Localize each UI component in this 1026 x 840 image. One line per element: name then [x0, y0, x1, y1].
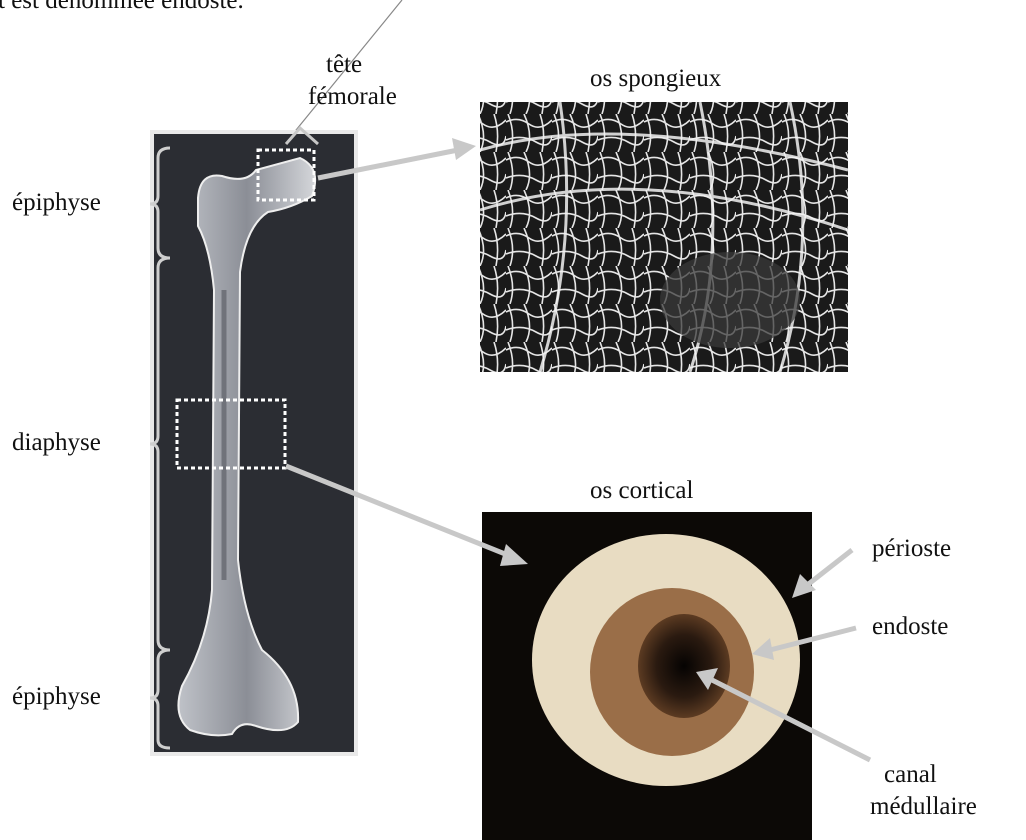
- femur-panel: [152, 132, 356, 754]
- label-diaphyse: diaphyse: [12, 428, 101, 457]
- label-tete-line1: tête: [326, 50, 362, 79]
- cortical-bone-photo: [482, 512, 812, 840]
- label-canal-line2: médullaire: [870, 792, 977, 821]
- label-endoste: endoste: [872, 612, 948, 641]
- label-canal-line1: canal: [884, 760, 937, 789]
- label-perioste: périoste: [872, 534, 951, 563]
- label-os-cortical: os cortical: [590, 476, 693, 505]
- label-epiphyse-bottom: épiphyse: [12, 682, 101, 711]
- label-tete-line2: fémorale: [308, 82, 397, 111]
- spongy-bone-photo: [480, 102, 848, 372]
- label-epiphyse-top: épiphyse: [12, 188, 101, 217]
- label-os-spongieux: os spongieux: [590, 64, 721, 93]
